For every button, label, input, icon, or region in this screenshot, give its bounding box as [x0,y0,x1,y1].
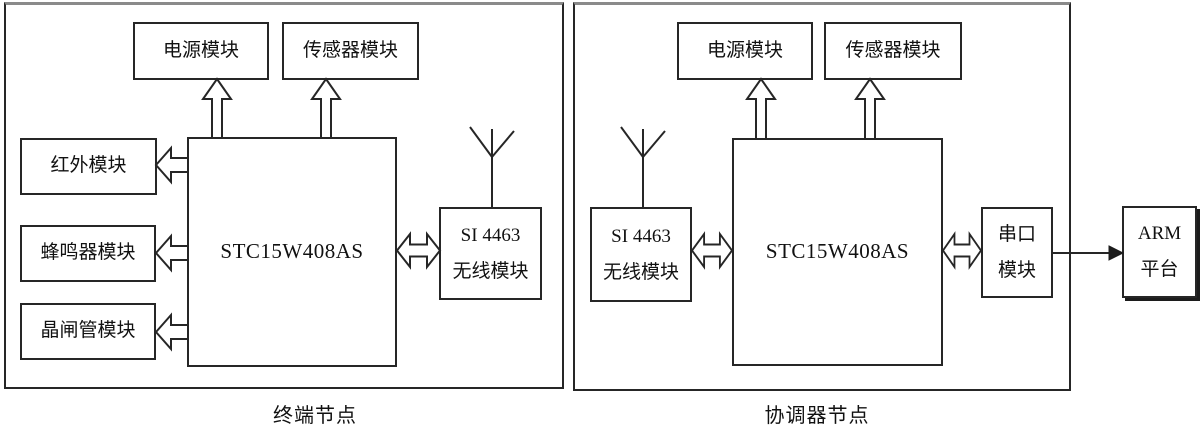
terminal-power-module-box: 电源模块 [133,22,269,80]
terminal-antenna-icon [469,126,515,209]
coordinator-antenna-icon [620,126,666,209]
terminal-node-caption: 终端节点 [273,405,357,427]
terminal-power-up-arrow [201,77,233,139]
terminal-wireless-module-box: SI 4463 无线模块 [439,207,542,300]
coordinator-sensor-module-box: 传感器模块 [824,22,962,80]
coordinator-wireless-line1: SI 4463 [611,225,671,247]
arm-platform-box: ARM 平台 [1122,206,1197,298]
coordinator-wireless-module-box: SI 4463 无线模块 [590,207,692,302]
coordinator-wireless-mcu-double-arrow [690,231,734,270]
coordinator-power-module-box: 电源模块 [677,22,813,80]
terminal-infrared-left-arrow [154,145,189,185]
coordinator-serial-line2: 模块 [997,259,1036,281]
coordinator-serial-module-box: 串口 模块 [981,207,1053,298]
coordinator-node-caption: 协调器节点 [764,405,870,427]
coordinator-wireless-line2: 无线模块 [602,261,679,283]
terminal-infrared-module-box: 红外模块 [20,138,157,195]
terminal-sensor-up-arrow [310,77,342,139]
terminal-thyristor-left-arrow [154,312,189,352]
coordinator-mcu-serial-double-arrow [941,231,983,270]
coordinator-serial-line1: 串口 [997,223,1036,245]
terminal-buzzer-left-arrow [154,233,189,273]
terminal-mcu-box: STC15W408AS [187,137,397,367]
coordinator-sensor-up-arrow [854,77,886,140]
terminal-sensor-module-box: 传感器模块 [282,22,419,80]
coordinator-mcu-box: STC15W408AS [732,138,943,366]
arm-platform-line1: ARM [1137,223,1182,244]
coordinator-power-up-arrow [745,77,777,140]
serial-to-arm-arrow [1053,245,1125,261]
terminal-thyristor-module-box: 晶闸管模块 [20,303,156,360]
terminal-wireless-line2: 无线模块 [452,260,529,282]
arm-platform-line2: 平台 [1140,259,1179,280]
terminal-mcu-wireless-double-arrow [395,231,442,270]
terminal-buzzer-module-box: 蜂鸣器模块 [20,225,156,282]
terminal-wireless-line1: SI 4463 [460,224,521,246]
